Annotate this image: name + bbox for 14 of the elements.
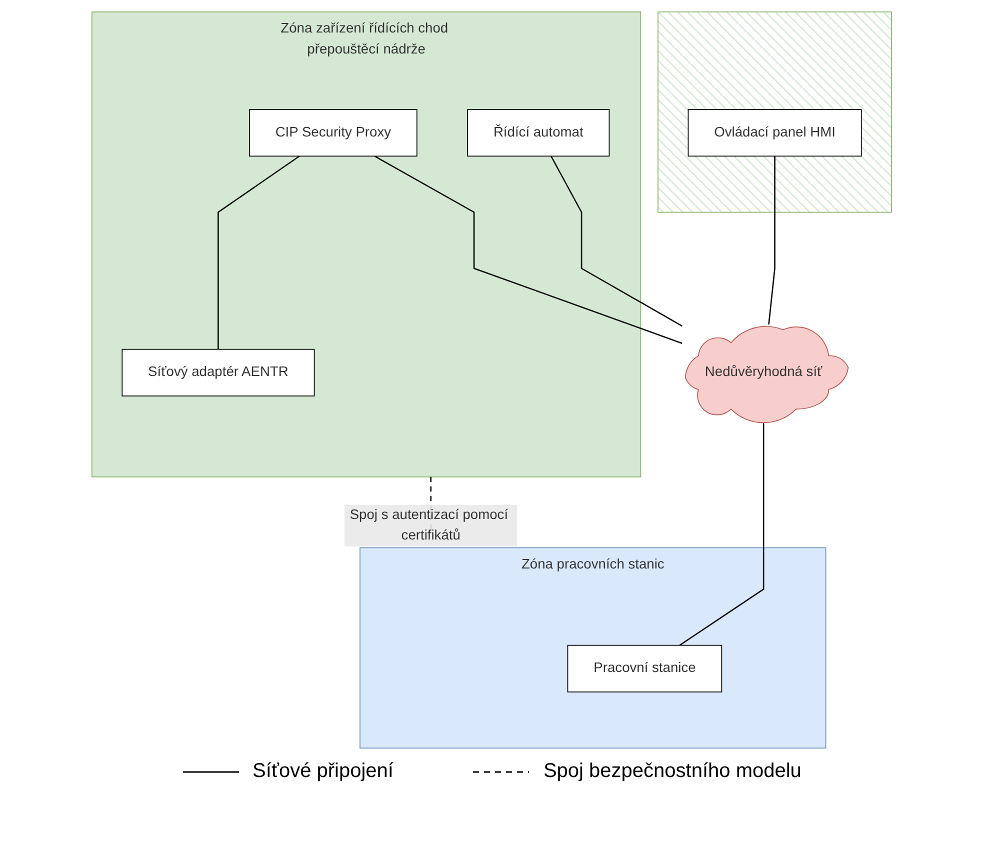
- connector: [768, 156, 776, 325]
- connector: [680, 420, 764, 646]
- connector: [218, 156, 300, 350]
- node-box: Ovládací panel HMI: [688, 109, 862, 157]
- edge-label: Spoj s autentizací pomocí certifikátů: [350, 508, 508, 543]
- connector: [374, 156, 683, 344]
- legend-label: Síťové připojení: [252, 760, 394, 783]
- node-box: Řídící automat: [467, 109, 610, 157]
- connector: [550, 156, 683, 327]
- node-box: CIP Security Proxy: [249, 109, 418, 157]
- node-box: Síťový adaptér AENTR: [122, 348, 315, 396]
- cluster: [658, 11, 892, 213]
- legend-label: Spoj bezpečnostního modelu: [543, 760, 802, 783]
- node-box: Pracovní stanice: [568, 644, 722, 692]
